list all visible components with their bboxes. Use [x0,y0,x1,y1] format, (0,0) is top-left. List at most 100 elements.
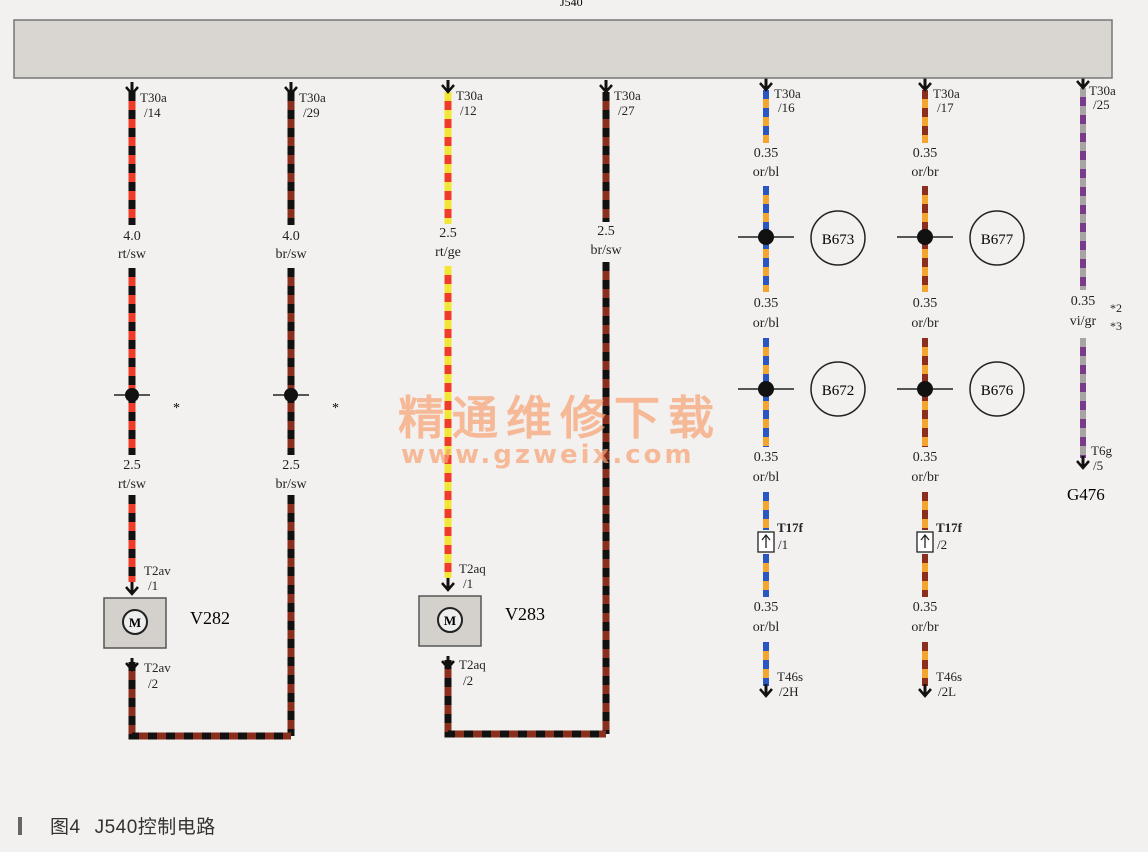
pin-label: T17f [777,520,804,535]
pin-number: /2 [148,676,158,691]
connector-symbol [916,531,934,553]
splice-label: B672 [810,361,866,417]
pin-number: /14 [144,105,161,120]
pin-label: T2av [144,660,171,675]
wire-size: 0.35 [754,450,779,465]
wire-code: or/br [911,165,939,180]
pin-number: /2L [938,684,956,699]
splice-label: B673 [810,210,866,266]
pin-label: T30a [774,86,801,101]
footnote-mark: * [332,401,339,416]
splice-point [114,388,150,402]
svg-text:B672: B672 [822,383,855,399]
motor-label: V282 [190,608,230,628]
motor-symbol: M [444,613,456,628]
pin-number: /1 [778,537,788,552]
connector-symbol [757,531,775,553]
pin-number: /25 [1093,97,1110,112]
pin-number: /16 [778,100,795,115]
pin-label: T2aq [459,561,486,576]
wire-code: or/br [911,620,939,635]
pin-label: T2av [144,563,171,578]
wire-size: 4.0 [123,229,141,244]
watermark-url: www.gzweix.com [401,440,695,470]
pin-number: /2 [937,537,947,552]
pin-label: T30a [456,88,483,103]
wire-code: or/bl [753,620,780,635]
motor-v283: M [418,595,482,647]
wire-size: 0.35 [754,296,779,311]
pin-label: T46s [777,669,803,684]
wire-note: *2 [1110,301,1122,315]
wire-code: or/br [911,316,939,331]
pin-number: /5 [1093,458,1103,473]
svg-text:B676: B676 [981,383,1014,399]
wire-size: 2.5 [123,458,141,473]
splice-point [897,381,953,397]
wire-br-sw-stripe [128,662,291,740]
wire-size: 0.35 [913,600,938,615]
pin-number: /1 [148,578,158,593]
wire-code: rt/sw [118,477,147,492]
sensor-label: G476 [1067,485,1105,504]
pin-label: T30a [933,86,960,101]
pin-label: T17f [936,520,963,535]
wire-code: or/bl [753,165,780,180]
pin-label: T30a [140,90,167,105]
splice-label: B676 [969,361,1025,417]
figure-number: 图4 [50,817,81,838]
wire-code: or/br [911,470,939,485]
pin-number: /17 [937,100,954,115]
wire-size: 2.5 [439,226,457,241]
wire-size: 2.5 [597,224,615,239]
pin-label: T30a [1089,83,1116,98]
pin-label: T30a [299,90,326,105]
splice-point [897,229,953,245]
figure-caption: 图4 J540控制电路 [18,812,216,839]
wire-size: 0.35 [913,450,938,465]
wire-size: 0.35 [754,146,779,161]
wire-br-sw-stripe [444,660,606,738]
pin-number: /2 [463,673,473,688]
pin-number: /27 [618,103,635,118]
module-name: J540 [560,0,583,9]
wire-size: 0.35 [913,146,938,161]
pin-number: /1 [463,576,473,591]
wire-code: rt/ge [435,245,461,260]
pin-label: T46s [936,669,962,684]
wire-size: 0.35 [1071,294,1096,309]
wire-size: 2.5 [282,458,300,473]
wire-size: 4.0 [282,229,300,244]
wire-code: br/sw [275,247,307,262]
wire-size: 0.35 [913,296,938,311]
motor-symbol: M [129,615,141,630]
splice-point [738,381,794,397]
wire-code: or/bl [753,316,780,331]
figure-title: J540控制电路 [94,817,216,838]
module-bar [13,19,1113,79]
pin-label: T6g [1091,443,1112,458]
svg-text:B673: B673 [822,232,855,248]
wire-note: *3 [1110,319,1122,333]
wire-code: or/bl [753,470,780,485]
watermark-text: 精通维修下载 [398,391,722,445]
splice-point [738,229,794,245]
pin-number: /12 [460,103,477,118]
motor-label: V283 [505,604,545,624]
wire-code: br/sw [590,243,622,258]
pin-label: T2aq [459,657,486,672]
wire-code: rt/sw [118,247,147,262]
pin-label: T30a [614,88,641,103]
wire-code: vi/gr [1070,314,1097,329]
pin-number: /2H [779,684,799,699]
pin-number: /29 [303,105,320,120]
wire-code: br/sw [275,477,307,492]
wire-size: 0.35 [754,600,779,615]
svg-text:B677: B677 [981,232,1014,248]
splice-label: B677 [969,210,1025,266]
splice-point [273,388,309,402]
caption-bar [18,817,22,835]
motor-v282: M [103,597,167,649]
footnote-mark: * [173,401,180,416]
